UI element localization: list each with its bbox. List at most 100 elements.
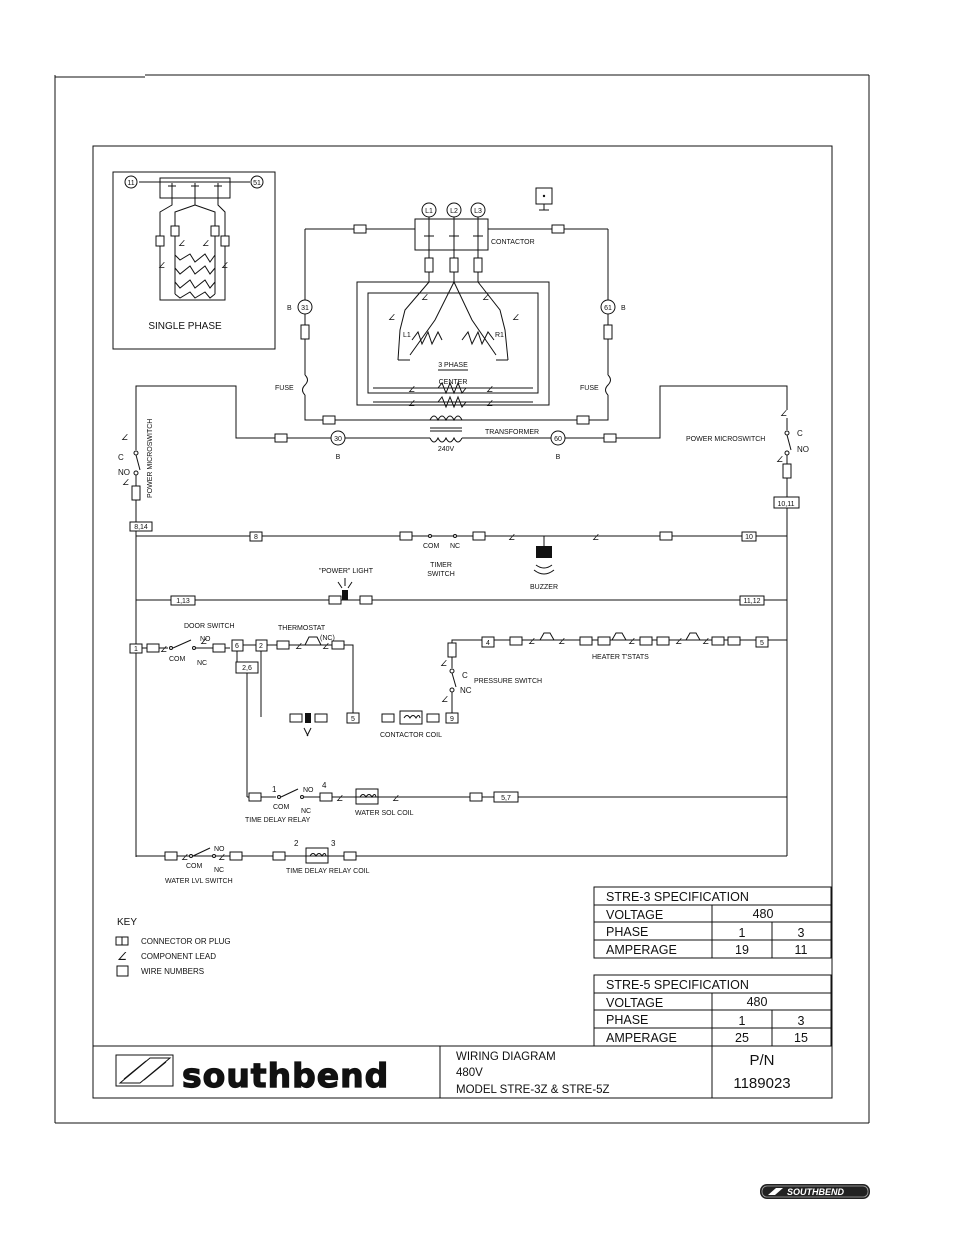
footer-brand-text: SOUTHBEND xyxy=(787,1187,845,1197)
text: 25 xyxy=(735,1031,749,1045)
contactor-coil-label: CONTACTOR COIL xyxy=(380,732,442,739)
power-microswitch-left: ∠ C NO ∠ POWER MICROSWITCH 8,14 xyxy=(118,419,154,532)
water-lvl-no: NO xyxy=(214,846,225,853)
left-power-microswitch-label: POWER MICROSWITCH xyxy=(147,419,154,498)
terminal-11-label: 11 xyxy=(127,180,134,187)
key-item-wire-numbers: WIRE NUMBERS xyxy=(141,967,204,976)
power-light-label: "POWER" LIGHT xyxy=(319,568,374,575)
text: 1 xyxy=(739,1014,746,1028)
terminal-b-label: B xyxy=(287,305,292,312)
terminal-51 xyxy=(250,175,264,189)
text: AMPERAGE xyxy=(606,1031,677,1045)
pressure-nc: NC xyxy=(460,686,472,695)
svg-text:∠: ∠ xyxy=(158,261,165,270)
text: 11 xyxy=(795,943,808,957)
time-delay-relay-circuit: 1 4 NO COM NC TIME DELAY RELAY ∠ ∠ WATER… xyxy=(245,643,788,824)
footer-logo-icon xyxy=(768,1188,783,1195)
svg-text:∠: ∠ xyxy=(181,853,188,862)
heater-tstats-label: HEATER T'STATS xyxy=(592,654,649,661)
time-delay-relay-coil-icon xyxy=(305,847,329,864)
text: 3 xyxy=(798,1014,805,1028)
relay-com: COM xyxy=(273,804,290,811)
svg-text:∠: ∠ xyxy=(486,399,493,408)
title-line-2: 480V xyxy=(456,1067,483,1079)
buzzer-label: BUZZER xyxy=(530,584,558,591)
relay-no: NO xyxy=(303,787,314,794)
water-lvl-com: COM xyxy=(186,863,203,870)
stre5-spec-table: STRE-5 SPECIFICATION VOLTAGE 480 PHASE 1… xyxy=(593,974,832,1047)
svg-text:∠: ∠ xyxy=(440,659,447,668)
svg-text:∠: ∠ xyxy=(508,533,515,542)
terminal-l2: L2 xyxy=(450,208,458,215)
power-light-circuit: 1,13 "POWER" LIGHT 11,12 xyxy=(136,568,787,606)
svg-text:∠: ∠ xyxy=(200,637,207,646)
thermostat-label: THERMOSTAT xyxy=(278,625,326,632)
terminal-30: 30 xyxy=(334,436,342,443)
text: 9 xyxy=(450,716,454,723)
text: 19 xyxy=(735,943,749,957)
text: 5,7 xyxy=(501,795,511,802)
pressure-switch-label: PRESSURE SWITCH xyxy=(474,678,542,685)
terminal-61: 61 xyxy=(604,305,612,312)
wire-number-icon xyxy=(116,965,129,977)
contactor-label: CONTACTOR xyxy=(491,239,535,246)
center-label: CENTER xyxy=(439,379,468,386)
transformer: TRANSFORMER 240V 30 B 60 B xyxy=(135,385,788,461)
terminal-b-label: B xyxy=(556,454,561,461)
svg-text:∠: ∠ xyxy=(592,533,599,542)
title-line-3: MODEL STRE-3Z & STRE-5Z xyxy=(456,1084,610,1096)
svg-text:∠: ∠ xyxy=(160,645,167,654)
relay-pin-1: 1 xyxy=(272,785,277,794)
door-com: COM xyxy=(169,656,186,663)
door-no: NO xyxy=(200,636,211,643)
key-item-lead: COMPONENT LEAD xyxy=(141,952,216,961)
text: VOLTAGE xyxy=(606,996,663,1010)
svg-text:∠: ∠ xyxy=(202,239,209,248)
water-sol-coil-icon xyxy=(355,788,379,805)
terminal-60: 60 xyxy=(554,436,562,443)
title-line-1: WIRING DIAGRAM xyxy=(456,1051,556,1063)
water-lvl-nc: NC xyxy=(214,867,224,874)
right-power-microswitch-label: POWER MICROSWITCH xyxy=(686,436,765,443)
terminal-l1: L1 xyxy=(425,208,433,215)
text: 1 xyxy=(739,926,746,940)
text: 4 xyxy=(486,640,490,647)
text: PHASE xyxy=(606,925,648,939)
relay-nc: NC xyxy=(301,808,311,815)
supply-wiring: 31 B FUSE 61 B FUSE xyxy=(275,229,626,425)
single-phase-title: SINGLE PHASE xyxy=(148,321,222,332)
svg-text:∠: ∠ xyxy=(776,455,783,464)
text: 2,6 xyxy=(242,665,252,672)
contactor-block: L1 L2 L3 CONTACTOR L1 R1 ∠ ∠ ∠ ∠ 3 PHASE… xyxy=(305,187,608,409)
key-legend: KEY CONNECTOR OR PLUG ∠ COMPONENT LEAD W… xyxy=(115,917,231,977)
indicator-light-icon xyxy=(305,713,311,723)
text: 6 xyxy=(235,643,239,650)
relay-pin-4: 4 xyxy=(322,781,327,790)
key-title: KEY xyxy=(117,917,137,928)
svg-text:∠: ∠ xyxy=(628,637,635,646)
text: 5 xyxy=(760,640,764,647)
svg-text:∠: ∠ xyxy=(486,385,493,394)
key-item-connector: CONNECTOR OR PLUG xyxy=(141,937,231,946)
svg-text:∠: ∠ xyxy=(421,293,428,302)
time-delay-relay-coil-label: TIME DELAY RELAY COIL xyxy=(286,868,370,875)
text: 3 xyxy=(798,926,805,940)
svg-text:∠: ∠ xyxy=(558,637,565,646)
text: 10,11 xyxy=(778,501,795,508)
r1-small-label: R1 xyxy=(495,332,504,339)
right-switch-no: NO xyxy=(797,445,809,454)
svg-text:∠: ∠ xyxy=(295,642,302,651)
svg-text:∠: ∠ xyxy=(675,637,682,646)
text: VOLTAGE xyxy=(606,908,663,922)
coil-pin-2: 2 xyxy=(294,839,299,848)
fuse-left-label: FUSE xyxy=(275,385,294,392)
text: 8 xyxy=(254,534,258,541)
pressure-c: C xyxy=(462,671,468,680)
terminal-l3: L3 xyxy=(474,208,482,215)
brand-logo-text: southbend xyxy=(182,1056,389,1095)
water-sol-coil-label: WATER SOL COIL xyxy=(355,810,414,817)
voltage-240-label: 240V xyxy=(438,446,455,453)
component-lead-icon: ∠ xyxy=(117,951,127,963)
text: 2 xyxy=(259,643,263,650)
